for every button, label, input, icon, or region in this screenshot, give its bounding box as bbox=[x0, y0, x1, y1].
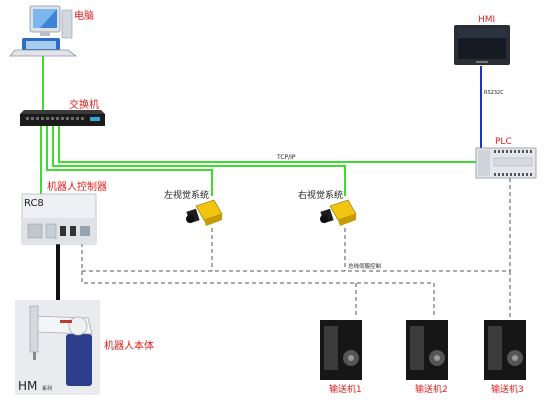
link-switch-plc bbox=[58, 126, 478, 163]
hm-series-label: HM bbox=[18, 379, 37, 393]
plc-icon bbox=[475, 147, 537, 179]
plc-label: PLC bbox=[495, 137, 512, 147]
controller-model-label: RC8 bbox=[24, 198, 44, 209]
hm-series-sublabel: 系列 bbox=[42, 385, 52, 392]
left-vision-label: 左视觉系统 bbox=[164, 189, 209, 201]
servo-motor-icon-3 bbox=[484, 320, 526, 380]
conveyor-3-label: 输送机3 bbox=[491, 383, 524, 395]
robot-arm-icon bbox=[15, 300, 100, 395]
servo-bus-lower bbox=[81, 271, 434, 284]
conveyor-2: 输送机2 bbox=[406, 320, 448, 395]
hmi-label: HMI bbox=[478, 15, 495, 25]
switch-icon bbox=[20, 110, 105, 126]
conveyor-3: 输送机3 bbox=[484, 320, 526, 395]
robot-controller: 机器人控制器 RC8 bbox=[21, 180, 107, 245]
computer-label: 电脑 bbox=[74, 9, 94, 22]
controller-icon bbox=[21, 193, 97, 245]
robot-controller-label: 机器人控制器 bbox=[47, 180, 107, 193]
conveyor-1: 输送机1 bbox=[320, 320, 362, 395]
network-switch: 交换机 bbox=[20, 98, 105, 126]
right-vision-label: 右视觉系统 bbox=[298, 189, 343, 201]
computer-icon bbox=[9, 5, 78, 57]
computer: 电脑 bbox=[9, 5, 94, 57]
servo-bus-label: 总线伺服控制 bbox=[348, 262, 382, 270]
tcp-link-label: TCP/IP bbox=[276, 154, 296, 161]
left-vision-system: 左视觉系统 bbox=[164, 189, 223, 226]
servo-motor-icon-1 bbox=[320, 320, 362, 380]
hmi-screen-icon bbox=[454, 25, 510, 65]
servo-motor-icon-2 bbox=[406, 320, 448, 380]
robot-body: HM 系列 机器人本体 bbox=[15, 300, 154, 395]
left-camera-icon bbox=[186, 199, 223, 226]
rs-link-label: RS232C bbox=[484, 90, 504, 96]
conveyor-1-label: 输送机1 bbox=[329, 383, 362, 395]
right-camera-icon bbox=[320, 199, 357, 226]
robot-body-label: 机器人本体 bbox=[104, 339, 154, 352]
conveyor-2-label: 输送机2 bbox=[415, 383, 448, 395]
right-vision-system: 右视觉系统 bbox=[298, 189, 357, 226]
ethernet-links bbox=[40, 56, 478, 196]
link-switch-right-vision bbox=[52, 126, 346, 196]
servo-bus bbox=[81, 178, 511, 318]
switch-label: 交换机 bbox=[69, 98, 99, 111]
hmi: HMI bbox=[454, 15, 510, 65]
link-switch-left-vision bbox=[46, 126, 213, 196]
plc: PLC bbox=[475, 137, 537, 179]
